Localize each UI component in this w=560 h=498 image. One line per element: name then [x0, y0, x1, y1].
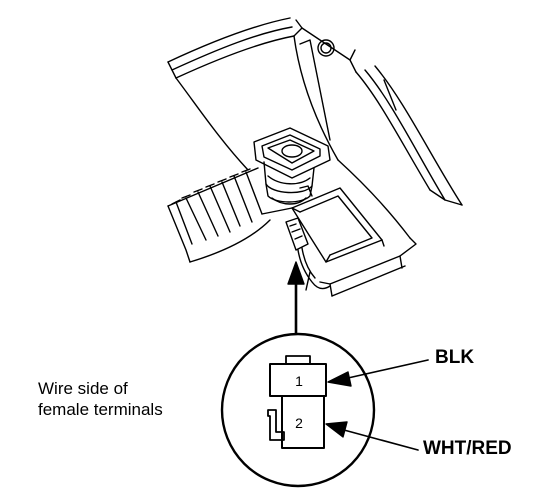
wht-red-leader	[325, 421, 419, 451]
lighter-socket	[253, 127, 331, 205]
ribbed-tray	[167, 167, 293, 263]
pin-2-number: 2	[295, 415, 303, 431]
terminal-2	[281, 395, 325, 449]
screw-head	[317, 39, 335, 57]
blk-leader	[327, 359, 429, 387]
magnified-view	[220, 332, 376, 488]
callout-line-2: female terminals	[38, 400, 163, 419]
storage-box	[291, 187, 417, 297]
wire-color-pin2: WHT/RED	[423, 438, 512, 459]
console-housing	[167, 17, 463, 239]
wire-color-pin1: BLK	[435, 347, 475, 368]
terminal-1	[269, 363, 327, 397]
pin-1-number: 1	[295, 373, 303, 389]
socket-connector	[285, 217, 331, 290]
wire-side-callout: Wire side of female terminals	[38, 378, 163, 420]
callout-line-1: Wire side of	[38, 379, 128, 398]
